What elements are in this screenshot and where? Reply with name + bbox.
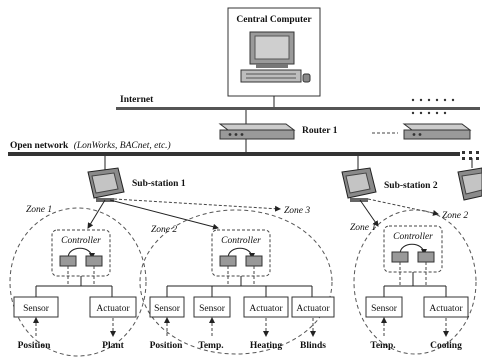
zone-s2-1-boundary [353, 209, 477, 355]
zone-2-actuator-2-box [291, 296, 335, 318]
zone-2-actuator-1-label: Actuator [249, 304, 283, 314]
zone-1-plant-label: Plant [102, 341, 124, 351]
controller-zone-1-block-a [59, 255, 77, 267]
substation-2-monitor-icon [341, 167, 377, 202]
open-network-main: Open network [10, 141, 69, 151]
s1-zone3-link [113, 198, 281, 212]
zone-2-actuator-1-box [243, 296, 289, 318]
controller-zone-1-frame [51, 229, 111, 277]
controller-s2-zone-1-frame [383, 225, 443, 273]
s2-zone-1-temp-label: Temp. [370, 341, 395, 351]
router-icon-2 [402, 123, 472, 140]
s2-zone2-link [367, 198, 439, 216]
zone-2-boundary [139, 209, 333, 355]
controller-zone-1: Controller [51, 229, 111, 277]
controller-zone-1-block-b [85, 255, 103, 267]
controller-zone-2-loop [227, 247, 255, 259]
zone-3-label: Zone 3 [284, 206, 310, 216]
substation-1-monitor-icon [87, 167, 125, 202]
controller-s2-zone-1-block-b [417, 251, 435, 263]
zone-s2-2-label: Zone 2 [442, 211, 468, 221]
zone-1-boundary [9, 207, 147, 357]
internet-bus [116, 107, 480, 110]
zone-2-sensor-1-label: Sensor [154, 304, 181, 314]
computer-icon [240, 31, 311, 83]
controller-s2-zone-1-label: Controller [393, 232, 433, 242]
controller-zone-2-block-a [219, 255, 237, 267]
controller-zone-2-frame [211, 229, 271, 277]
substation-2-label: Sub-station 2 [384, 181, 438, 191]
s2-zone-1-cooling-label: Cooling [430, 341, 462, 351]
s2-zone-1-actuator-label: Actuator [429, 304, 463, 314]
zone-2-actuator-2-label: Actuator [296, 304, 330, 314]
central-computer: Central Computer [227, 7, 321, 97]
controller-zone-2: Controller [211, 229, 271, 277]
central-computer-label: Central Computer [236, 15, 312, 25]
zone-2-heating-label: Heating [250, 341, 282, 351]
controller-zone-1-loop [67, 247, 95, 259]
s2-zone-1-actuator-box [423, 296, 469, 318]
zone-2-temp-label: Temp. [198, 341, 223, 351]
zone-s2-1-label: Zone 1 [350, 223, 376, 233]
router-icon [218, 123, 296, 140]
open-network-label: Open network (LonWorks, BACnet, etc.) [10, 140, 171, 151]
s1-zone2-link [109, 199, 219, 230]
open-network-detail: (LonWorks, BACnet, etc.) [74, 140, 171, 151]
controller-zone-1-label: Controller [61, 236, 101, 246]
zone-1-label: Zone 1 [26, 205, 52, 215]
s2-zone1-link [359, 199, 379, 227]
zone-2-label: Zone 2 [151, 225, 177, 235]
controller-zone-2-label: Controller [221, 236, 261, 246]
zone-2-position-label: Position [150, 341, 183, 351]
controller-s2-zone-1-block-a [391, 251, 409, 263]
substation-1-label: Sub-station 1 [132, 179, 186, 189]
zone-1-sensor-label: Sensor [23, 304, 50, 314]
zone-2-sensor-2-label: Sensor [199, 304, 226, 314]
bus-dots-top [411, 98, 455, 115]
monitor-3-icon [457, 167, 482, 201]
s1-zone1-link [87, 199, 106, 229]
controller-s2-zone-1: Controller [383, 225, 443, 273]
bus-dots-bottom [462, 151, 479, 160]
zone-1-actuator-label: Actuator [96, 304, 130, 314]
internet-label: Internet [120, 95, 154, 105]
router-label: Router 1 [302, 126, 338, 136]
zone-1-actuator-box [89, 296, 137, 318]
controller-zone-2-block-b [245, 255, 263, 267]
open-network-bus [8, 152, 460, 156]
s2-zone-1-sensor-label: Sensor [371, 304, 398, 314]
controller-s2-zone-1-loop [399, 243, 427, 255]
zone-1-position-label: Position [18, 341, 51, 351]
zone-2-blinds-label: Blinds [300, 341, 326, 351]
